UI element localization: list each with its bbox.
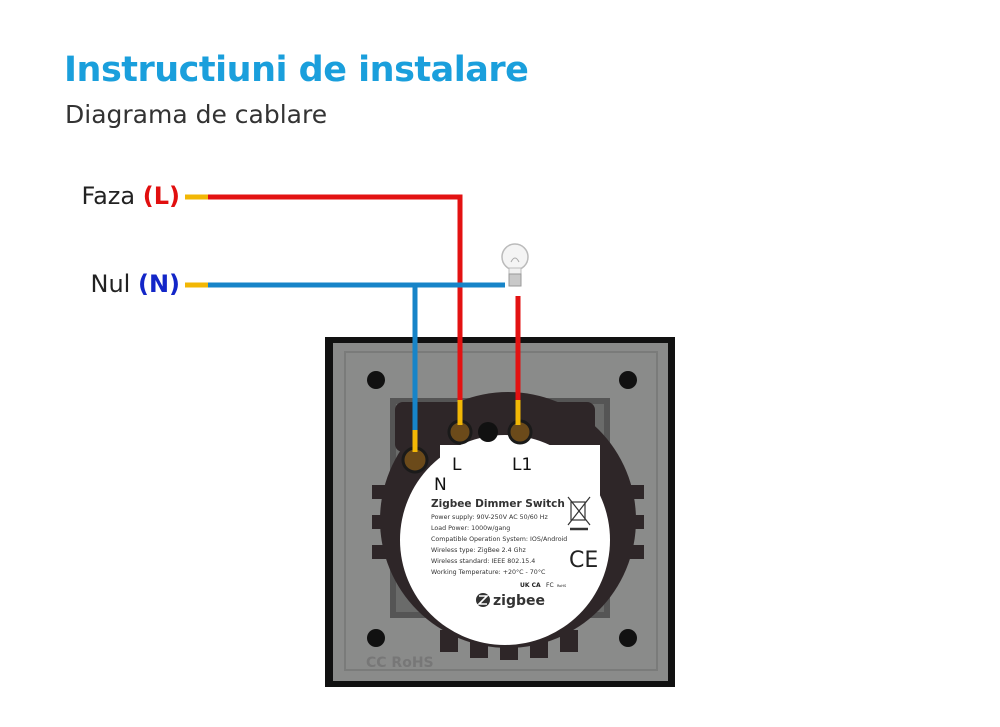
- phase-wire: [208, 194, 463, 410]
- light-bulb-icon: [501, 243, 529, 287]
- rohs-mark: RoHS: [557, 584, 567, 588]
- phase-label: Faza (L): [5, 182, 181, 210]
- phase-code: (L): [142, 182, 180, 210]
- label-line: Compatible Operation System: IOS/Android: [431, 536, 567, 543]
- label-line: Wireless standard: IEEE 802.15.4: [431, 558, 535, 565]
- ce-mark: CE: [569, 548, 598, 573]
- label-line: Working Temperature: +20°C - 70°C: [431, 568, 546, 576]
- label-title: Zigbee Dimmer Switch: [431, 498, 565, 510]
- page-subtitle: Diagrama de cablare: [65, 100, 328, 129]
- terminal-n-label: N: [434, 475, 447, 495]
- terminal-l1-label: L1: [512, 455, 532, 475]
- label-line: Load Power: 1000w/gang: [431, 525, 510, 532]
- label-line: Wireless type: ZigBee 2.4 Ghz: [431, 547, 527, 554]
- phase-label-text: Faza: [81, 182, 136, 210]
- weee-bin-icon: [567, 496, 591, 531]
- neutral-label-text: Nul: [90, 270, 131, 298]
- mounting-holes: [367, 371, 637, 647]
- ukca-mark: UK CA: [520, 582, 541, 589]
- label-line: Power supply: 90V-250V AC 50/60 Hz: [431, 514, 548, 521]
- page-title: Instructiuni de instalare: [64, 50, 529, 90]
- neutral-code: (N): [137, 270, 180, 298]
- neutral-label: Nul (N): [5, 270, 180, 298]
- plate-marks: CC RoHS: [366, 655, 434, 671]
- fc-mark: FC: [546, 582, 554, 589]
- terminal-l-label: L: [452, 455, 462, 475]
- zigbee-brand: zigbee: [493, 593, 545, 609]
